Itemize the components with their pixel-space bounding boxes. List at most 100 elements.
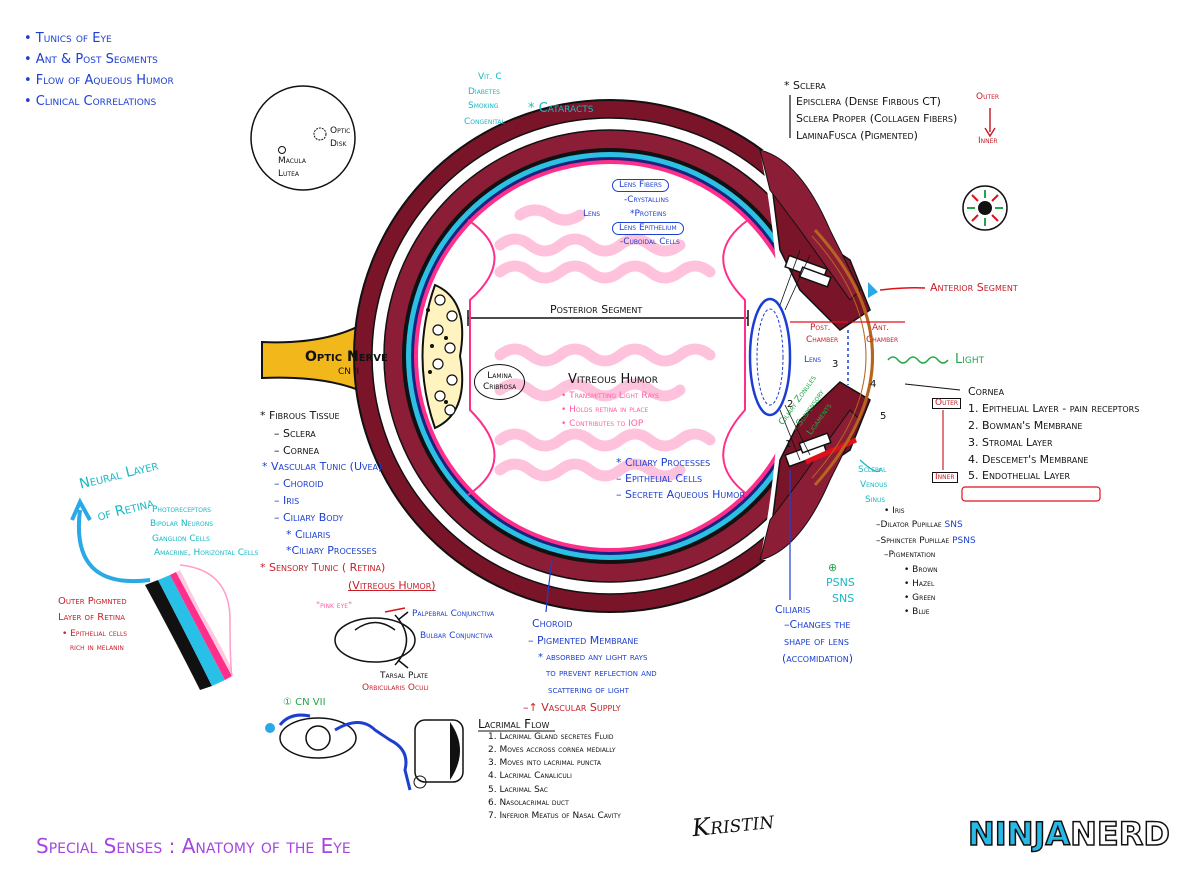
- neural-layer-1: Photoreceptors: [152, 505, 211, 515]
- lacrimal-step-2: 2. Moves accross cornea medially: [488, 745, 616, 755]
- iris-icon-rays: [967, 190, 1003, 226]
- lacrimal-step-7: 7. Inferior Meatus of Nasal Cavity: [488, 811, 621, 821]
- post-chamber-1: Post.: [810, 323, 831, 333]
- lamina-label-2: Cribrosa: [483, 381, 517, 392]
- orbicularis-label: Orbicularis Oculi: [362, 683, 429, 693]
- optic-disk-label-2: Disk: [330, 139, 347, 149]
- tunic-vascular-5: *Ciliary Processes: [286, 544, 377, 557]
- iris-color-1: • Brown: [904, 565, 938, 575]
- vitreous-waves: [494, 204, 716, 482]
- sclera-item-3: LaminaFusca (Pigmented): [796, 129, 918, 142]
- post-chamber-2: Chamber: [806, 335, 839, 345]
- retina-edge-front: [722, 219, 749, 496]
- crystallins-label: -Crystallins: [624, 195, 669, 205]
- outline-item-3: • Flow of Aqueous Humor: [24, 73, 174, 88]
- tunic-vascular-3: – Ciliary Body: [274, 511, 344, 524]
- ciliaris-plus: ⊕: [828, 561, 838, 574]
- cataract-risk-2: Diabetes: [468, 87, 500, 97]
- ciliary-processes-title: * Ciliary Processes: [616, 456, 711, 469]
- tunic-vascular-4: * Ciliaris: [286, 528, 331, 541]
- ciliary-processes-item-1: – Epithelial Cells: [616, 472, 703, 485]
- page-title: Special Senses : Anatomy of the Eye: [36, 834, 351, 858]
- pigmented-1: Outer Pigmnted: [58, 596, 127, 607]
- tunic-sensory: * Sensory Tunic ( Retina): [260, 561, 386, 574]
- cornea-layer-1: 1. Epithelial Layer - pain receptors: [968, 402, 1140, 415]
- light-wave: [887, 356, 949, 364]
- lamina-dots: [426, 308, 448, 404]
- tarsal-label: Tarsal Plate: [380, 671, 429, 681]
- iris-color-4: • Blue: [904, 607, 930, 617]
- cataract-risk-4: Congenital: [464, 117, 505, 127]
- cornea-outer: Outer: [932, 398, 962, 409]
- ant-chamber-2: Chamber: [866, 335, 899, 345]
- cornea-title: Cornea: [968, 385, 1005, 398]
- tunic-vascular: * Vascular Tunic (Uvea): [262, 460, 383, 473]
- sinus-pointer: [859, 459, 881, 473]
- macula-label-2: Lutea: [278, 169, 299, 179]
- cuboidal-label: -Cuboidal Cells: [620, 237, 680, 247]
- lacrimal-step-1: 1. Lacrimal Gland secretes Fluid: [488, 732, 614, 742]
- choroid-title: Choroid: [532, 617, 573, 630]
- lacrimal-step-3: 3. Moves into lacrimal puncta: [488, 758, 601, 768]
- sinus-2: Venous: [860, 480, 888, 490]
- lens-info-label: Lens: [583, 209, 601, 219]
- proteins-label: *Proteins: [630, 209, 667, 219]
- fundus-circle: [250, 85, 356, 191]
- lens-fibers: [756, 308, 784, 406]
- lens-fibers-label: Lens Fibers: [612, 179, 669, 192]
- tunic-vascular-2: – Iris: [274, 494, 300, 507]
- number-4: 4: [870, 379, 877, 390]
- iris-title: • Iris: [884, 506, 905, 516]
- pigmented-4: rich in melanin: [70, 643, 124, 653]
- cataracts-label: * Cataracts: [528, 101, 594, 116]
- lens-epithelium-label: Lens Epithelium: [612, 222, 684, 235]
- number-3: 3: [832, 359, 839, 370]
- pigmented-3: • Epithelial cells: [62, 629, 128, 639]
- anterior-segment-label: Anterior Segment: [930, 281, 1018, 294]
- posterior-segment-label: Posterior Segment: [550, 303, 643, 316]
- cornea-layer-5: 5. Endothelial Layer: [968, 469, 1071, 482]
- lacrimal-step-5: 5. Lacrimal Sac: [488, 785, 548, 795]
- number-1: 1: [785, 439, 792, 450]
- ciliaris-title: Ciliaris: [775, 603, 811, 616]
- ciliaris-desc-1: –Changes the: [784, 618, 851, 631]
- cornea-arc: [813, 228, 874, 486]
- neural-arrow: [76, 509, 151, 584]
- outline-item-4: • Clinical Correlations: [24, 94, 157, 109]
- iris-sphincter: –Sphincter Pupillae PSNS: [876, 537, 976, 546]
- tunic-fibrous: * Fibrous Tissue: [260, 409, 340, 422]
- lacrimal-title: Lacrimal Flow: [478, 717, 550, 731]
- lacrimal-step-4: 4. Lacrimal Canaliculi: [488, 771, 572, 781]
- macula-dot: [278, 146, 286, 154]
- optic-nerve-label: Optic Nerve: [305, 349, 388, 365]
- lens-label: Lens: [804, 355, 822, 365]
- logo-ninja: NINJA: [967, 815, 1071, 853]
- bulbar-label: Bulbar Conjunctiva: [420, 631, 493, 641]
- neural-layer-2: Bipolar Neurons: [150, 519, 214, 529]
- sinus-3: Sinus: [865, 495, 886, 505]
- iris-dilator: –Dilator Pupillae SNS: [876, 521, 963, 530]
- conjunctiva-sketch: [334, 607, 416, 669]
- optic-disk-dot: [313, 127, 327, 141]
- choroid-vascular: –↑ Vascular Supply: [523, 701, 621, 714]
- sclera-item-2: Sclera Proper (Collagen Fibers): [796, 112, 958, 125]
- lacrimal-step-6: 6. Nasolacrimal duct: [488, 798, 569, 808]
- sclera-title: * Sclera: [784, 79, 826, 92]
- iris-dilator-text: –Dilator Pupillae: [876, 520, 942, 530]
- zonules: [779, 249, 811, 461]
- outline-item-1: • Tunics of Eye: [24, 31, 112, 46]
- optic-disk-body: [421, 283, 464, 430]
- cornea-layer-2: 2. Bowman's Membrane: [968, 419, 1083, 432]
- iris-sphincter-text: –Sphincter Pupillae: [876, 536, 950, 546]
- vitreous-humor-note: (Vitreous Humor): [348, 579, 436, 592]
- cataract-risk-1: Vit. C: [478, 72, 502, 82]
- number-2: 2: [787, 399, 794, 410]
- palpebral-label: Palpebral Conjunctiva: [412, 609, 495, 619]
- retina-section: [145, 564, 233, 690]
- iris-color-2: • Hazel: [904, 579, 935, 589]
- choroid-item-1: – Pigmented Membrane: [528, 634, 639, 647]
- cornea-inner: Inner: [932, 472, 958, 483]
- vitreous-point-2: • Holds retina in place: [561, 405, 649, 415]
- choroid-item-2: * absorbed any light rays: [538, 652, 648, 663]
